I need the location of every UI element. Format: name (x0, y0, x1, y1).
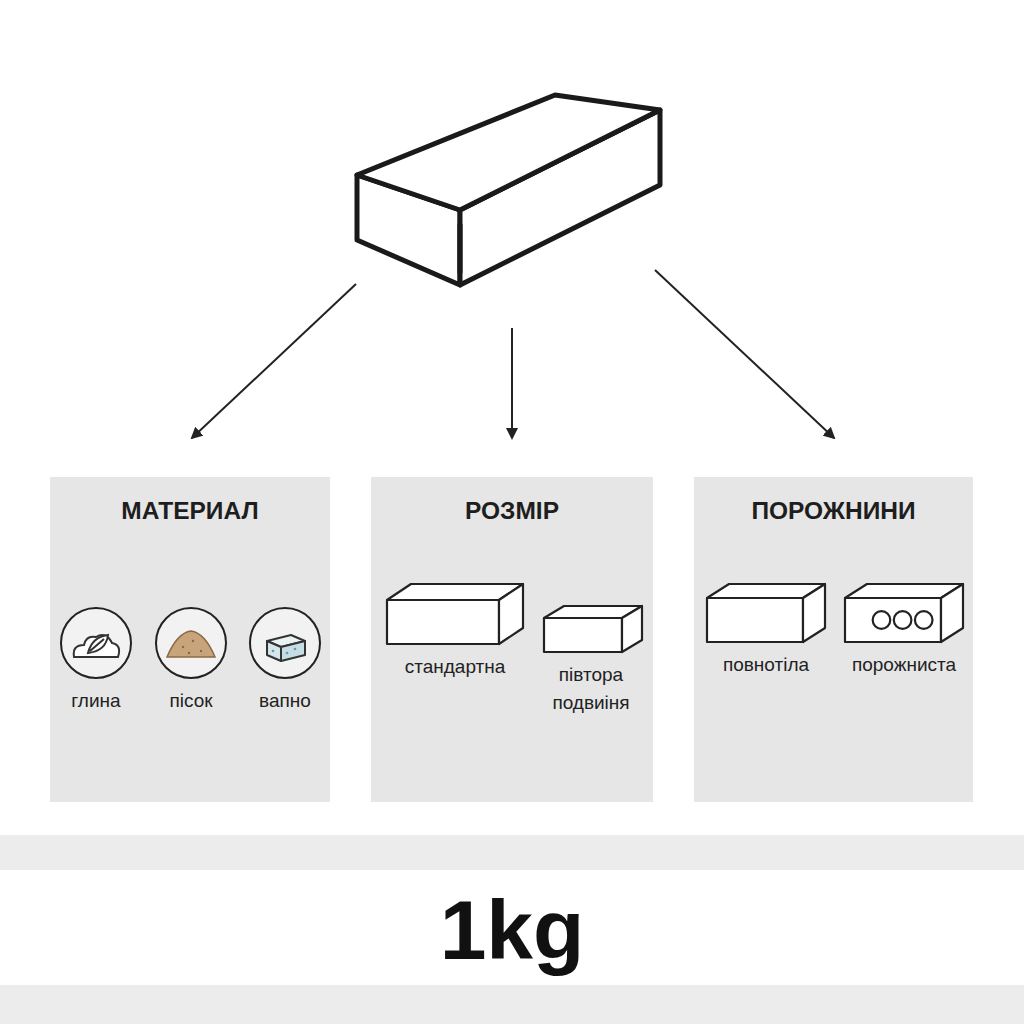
option-label: глина (51, 687, 141, 715)
option-item: стандартна (380, 581, 530, 681)
brick-illustration (357, 95, 660, 285)
material-icon (58, 605, 134, 681)
band (0, 835, 1024, 870)
option-label: вапно (240, 687, 330, 715)
brick-icon (842, 581, 966, 645)
option-item: повнотіла (696, 581, 836, 679)
arrows (192, 270, 834, 438)
weight-label: 1kg (0, 880, 1024, 980)
option-item: порожниста (836, 581, 972, 679)
material-icon (247, 605, 323, 681)
band (0, 985, 1024, 1024)
panel-heading: МАТЕРИАЛ (50, 497, 330, 525)
option-item: вапно (240, 605, 330, 715)
option-item: півтора подвиіня (541, 603, 641, 717)
brick-icon (704, 581, 828, 645)
option-item: пісок (146, 605, 236, 715)
option-label: пісок (146, 687, 236, 715)
category-panel: ПОРОЖНИНИ повнотілапорожниста (694, 477, 973, 802)
panel-heading: ПОРОЖНИНИ (694, 497, 973, 525)
brick-icon (384, 581, 526, 647)
brick-icon (541, 603, 645, 655)
option-label: порожниста (836, 651, 972, 679)
category-panel: МАТЕРИАЛ глинапісоквапно (50, 477, 330, 802)
category-panel: РОЗМІР стандартна півтора подвиіня (371, 477, 653, 802)
option-label: повнотіла (696, 651, 836, 679)
option-label: стандартна (380, 653, 530, 681)
material-icon (153, 605, 229, 681)
panel-heading: РОЗМІР (371, 497, 653, 525)
option-label: півтора подвиіня (541, 661, 641, 717)
option-item: глина (51, 605, 141, 715)
